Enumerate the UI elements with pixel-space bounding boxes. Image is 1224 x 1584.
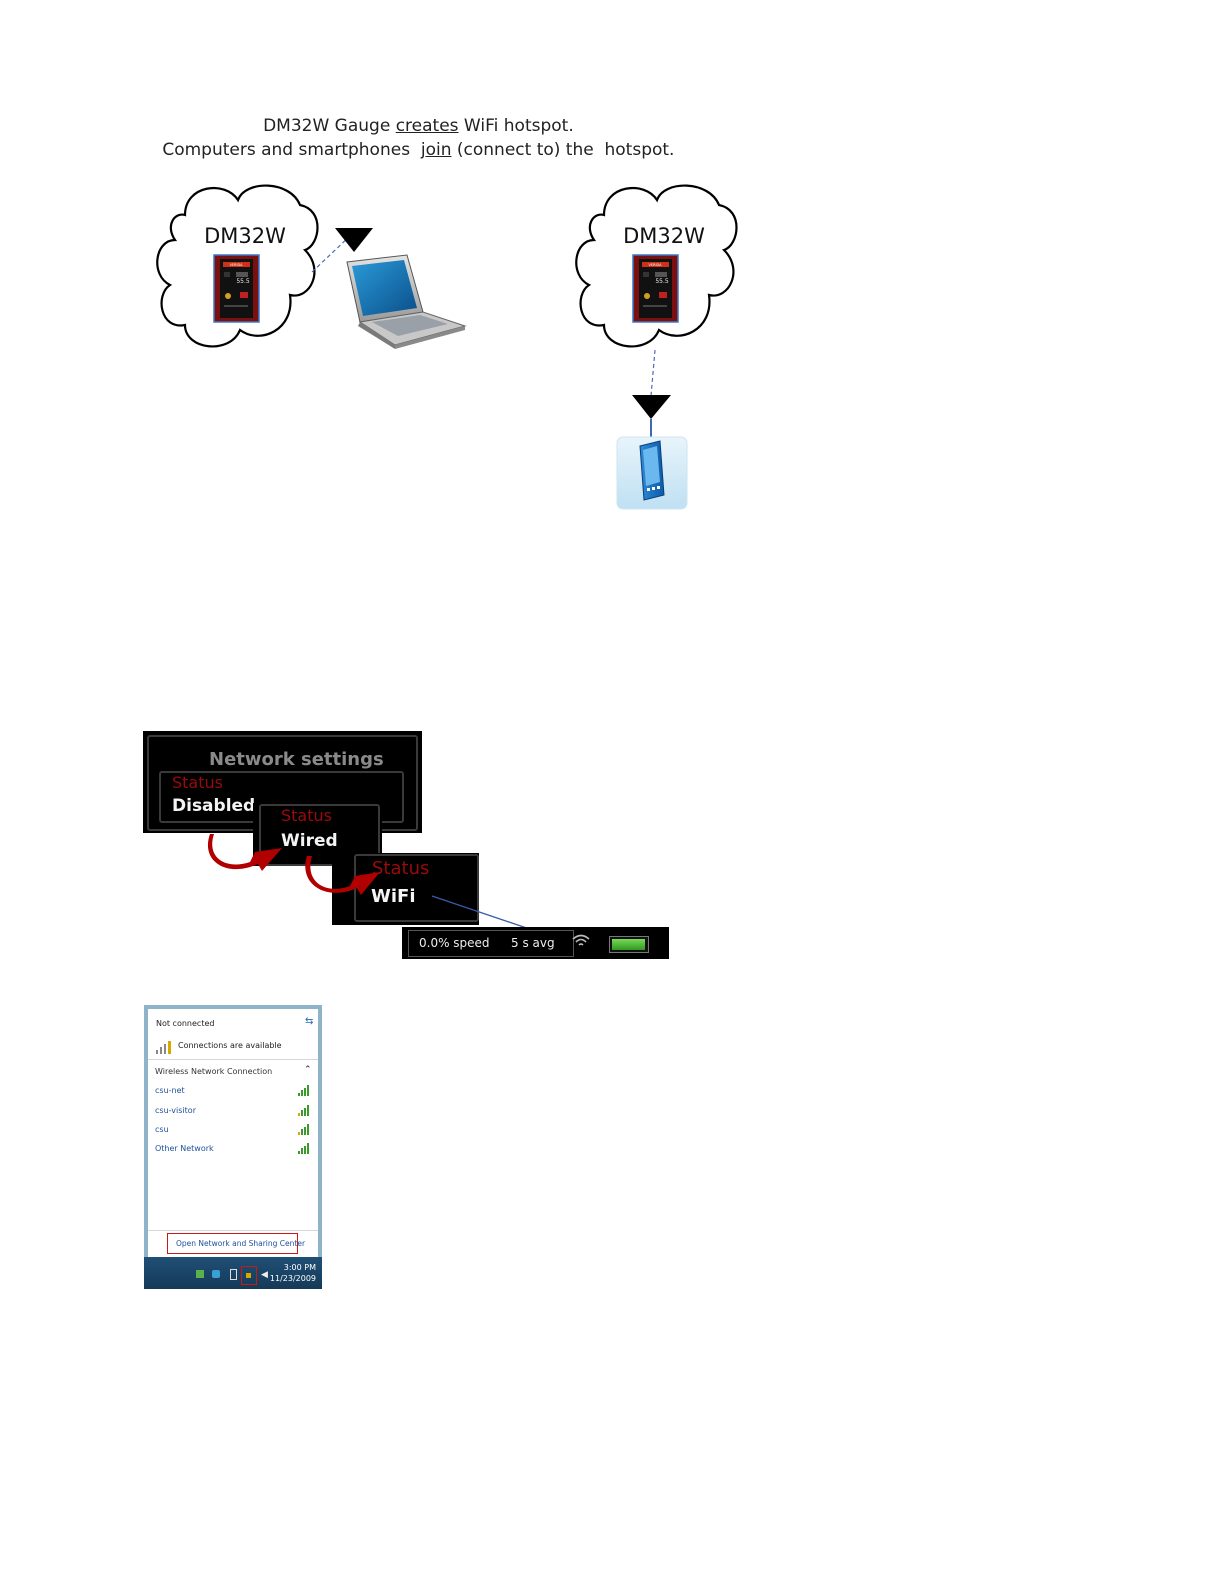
wireless-section-header: Wireless Network Connection [155, 1067, 273, 1076]
tray-network-icon[interactable] [196, 1270, 204, 1278]
left-gauge-brand: VERIDA [229, 263, 243, 267]
arrow-wired-to-wifi [305, 856, 380, 895]
right-gauge-value: 55.5 [655, 278, 669, 285]
arrow-disabled-to-wired [207, 834, 282, 871]
network-settings-panel: Network settings Status Disabled [143, 731, 422, 833]
clock-date: 11/23/2009 [269, 1274, 316, 1283]
status-label-wifi: Status [372, 858, 430, 879]
device-status-bar: 0.0% speed 5 s avg [402, 927, 669, 959]
intro-line-2: Computers and smartphones join (connect … [0, 120, 826, 160]
left-gauge-value: 55.5 [236, 278, 250, 285]
intro-line-2-text-a: Computers and smartphones [162, 140, 421, 160]
status-label-wired: Status [281, 806, 332, 825]
open-network-sharing-center-label: Open Network and Sharing Center [176, 1239, 306, 1248]
collapse-chevron-icon[interactable]: ⌃ [304, 1065, 312, 1075]
network-settings-title: Network settings [209, 749, 384, 770]
status-label-disabled: Status [172, 773, 223, 792]
average-readout: 5 s avg [511, 936, 555, 950]
right-wifi-link [650, 349, 656, 397]
refresh-icon[interactable]: ⇆ [305, 1016, 314, 1027]
network-item-other[interactable]: Other Network [155, 1144, 214, 1153]
other-network-signal-icon [298, 1142, 312, 1154]
status-value-wired[interactable]: Wired [281, 831, 338, 851]
wifi-icon [572, 934, 590, 946]
tray-wireless-icon[interactable] [241, 1266, 257, 1285]
tray-security-icon[interactable] [212, 1270, 220, 1278]
windows-network-popup: Not connected ⇆ Connections are availabl… [144, 1005, 322, 1289]
right-cloud-label: DM32W [623, 224, 705, 248]
network-item-csu-net[interactable]: csu-net [155, 1086, 185, 1095]
right-gauge-brand: VERIDA [648, 263, 662, 267]
csu-visitor-signal-icon [298, 1104, 312, 1116]
right-gauge-device [632, 254, 679, 323]
left-cloud-label: DM32W [204, 224, 286, 248]
intro-line-1: DM32W Gauge creates WiFi hotspot. [0, 96, 826, 136]
signal-strength-icon [156, 1040, 176, 1054]
intro-line-1-text-a: DM32W Gauge [263, 116, 396, 136]
creates-link[interactable]: creates [395, 116, 459, 136]
not-connected-label: Not connected [156, 1019, 215, 1028]
status-value-disabled[interactable]: Disabled [172, 796, 256, 816]
right-antenna-icon [632, 395, 671, 419]
tray-battery-icon[interactable] [230, 1269, 237, 1280]
left-wifi-link [311, 235, 351, 273]
csu-signal-icon [298, 1123, 312, 1135]
open-network-sharing-center-link[interactable]: Open Network and Sharing Center [167, 1233, 305, 1254]
intro-line-2-text-b: (connect to) the hotspot. [451, 140, 675, 160]
smartphone-icon [616, 436, 688, 510]
clock-time: 3:00 PM [283, 1263, 316, 1272]
csu-net-signal-icon [298, 1084, 312, 1096]
hotspot-diagram: DM32W DM32W [156, 184, 738, 510]
join-link[interactable]: join [420, 140, 452, 160]
laptop-icon [346, 254, 467, 349]
transition-arrows [207, 834, 563, 941]
network-item-csu[interactable]: csu [155, 1125, 169, 1134]
taskbar-clock[interactable]: 3:00 PM 11/23/2009 [270, 1262, 316, 1284]
network-item-csu-visitor[interactable]: csu-visitor [155, 1106, 196, 1115]
battery-icon [609, 936, 649, 953]
connections-available-label: Connections are available [178, 1041, 282, 1050]
speed-readout: 0.0% speed [419, 936, 490, 950]
tray-volume-icon[interactable]: ◀ [261, 1269, 268, 1279]
status-panel-wifi: Status WiFi [332, 853, 479, 925]
intro-line-1-text-b: WiFi hotspot. [458, 116, 574, 136]
status-value-wifi[interactable]: WiFi [371, 886, 416, 907]
windows-taskbar: ◀ 3:00 PM 11/23/2009 [144, 1257, 322, 1289]
left-gauge-device [213, 254, 260, 323]
left-antenna-icon [335, 228, 373, 252]
